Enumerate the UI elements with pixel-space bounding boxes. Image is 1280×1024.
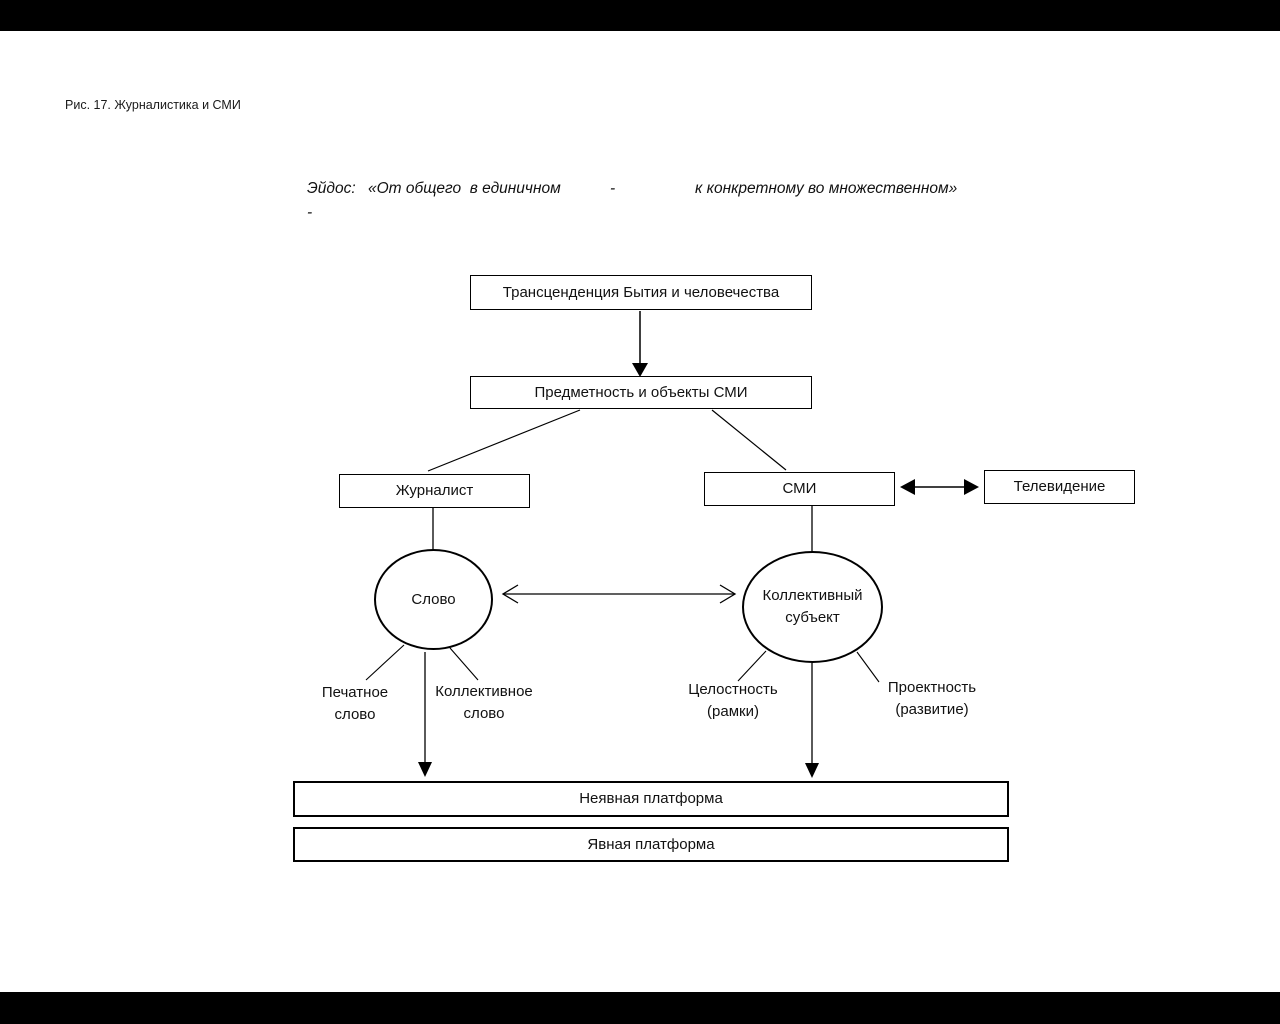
node-slovo-circle: Слово [374, 549, 493, 650]
eidos-quote-part2: к конкретному во множественном» [695, 180, 958, 197]
label-printed-word: Печатное слово [321, 684, 389, 723]
label-projectivity-development: Проектность (развитие) [887, 679, 977, 718]
node-predmetnost-smi-objects: Предметность и объекты СМИ [470, 376, 812, 409]
node-explicit-platform: Явная платформа [293, 827, 1009, 862]
figure-caption: Рис. 17. Журналистика и СМИ [65, 98, 241, 112]
bottom-black-bar [0, 992, 1280, 1024]
node-journalist: Журналист [339, 474, 530, 508]
node-implicit-platform: Неявная платформа [293, 781, 1009, 817]
node-collective-subject-circle: Коллективный субъект [742, 551, 883, 663]
node-smi: СМИ [704, 472, 895, 506]
label-integrity-frames: Целостность (рамки) [688, 681, 778, 720]
top-black-bar [0, 0, 1280, 31]
eidos-quote-part1: «От общего в единичном [368, 180, 561, 197]
node-television: Телевидение [984, 470, 1135, 504]
eidos-second-line-dash: - [307, 204, 313, 221]
label-collective-word: Коллективное слово [435, 683, 533, 722]
eidos-separator-dash: - [610, 180, 616, 197]
eidos-label: Эйдос: [307, 180, 356, 197]
node-transcendence: Трансценденция Бытия и человечества [470, 275, 812, 310]
